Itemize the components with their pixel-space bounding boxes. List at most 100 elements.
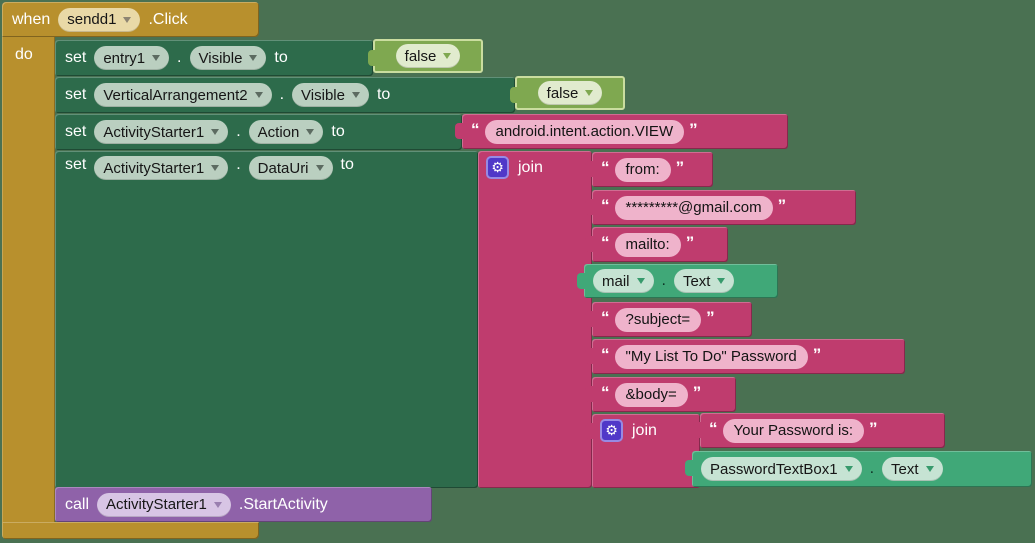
close-quote: ” [869, 419, 878, 438]
text-string-block[interactable]: “ Your Password is: ” [693, 413, 945, 448]
join-block[interactable]: ⚙ join [585, 414, 700, 488]
getter-passwordtextbox1-text-block[interactable]: PasswordTextBox1 . Text [685, 451, 1032, 487]
component-name: ActivityStarter1 [103, 159, 205, 177]
text-string-block[interactable]: “ mailto: ” [585, 227, 728, 262]
dropdown-arrow-icon [315, 165, 324, 171]
dropdown-arrow-icon [925, 466, 934, 472]
string-literal[interactable]: Your Password is: [722, 418, 865, 443]
to-label: to [331, 123, 345, 140]
close-quote: ” [689, 120, 698, 139]
string-literal[interactable]: ?subject= [614, 307, 702, 332]
property-dropdown[interactable]: Text [882, 457, 943, 481]
text-string-block[interactable]: “ ?subject= ” [585, 302, 752, 337]
close-quote: ” [706, 308, 715, 327]
logic-value: false [546, 84, 579, 102]
open-quote: “ [601, 196, 610, 215]
property-dropdown[interactable]: DataUri [248, 156, 333, 180]
component-dropdown[interactable]: VerticalArrangement2 [94, 83, 272, 107]
dot-separator: . [869, 460, 875, 477]
logic-value-dropdown[interactable]: false [395, 44, 461, 68]
join-block[interactable]: ⚙ join [478, 151, 592, 488]
property-name: Text [682, 272, 711, 290]
event-component-name: sendd1 [67, 11, 117, 28]
text-string-block[interactable]: “ android.intent.action.VIEW ” [455, 114, 788, 149]
property-name: Visible [301, 86, 345, 104]
text-string-block[interactable]: “ *********@gmail.com ” [585, 190, 856, 225]
call-startactivity-block[interactable]: call ActivityStarter1 .StartActivity [55, 487, 432, 522]
text-string-block[interactable]: “ "My List To Do" Password ” [585, 339, 905, 374]
open-quote: “ [601, 233, 610, 252]
set-keyword: set [65, 156, 87, 173]
gear-icon[interactable]: ⚙ [600, 419, 623, 442]
when-event-block[interactable]: when sendd1 .Click [2, 2, 259, 37]
component-name: PasswordTextBox1 [710, 460, 838, 478]
logic-value-dropdown[interactable]: false [537, 81, 603, 105]
property-name: DataUri [257, 159, 309, 177]
method-name: .StartActivity [238, 495, 328, 513]
component-dropdown[interactable]: entry1 [94, 46, 170, 70]
set-keyword: set [65, 49, 87, 66]
logic-false-block[interactable]: false [510, 76, 625, 110]
dot-separator: . [661, 272, 666, 289]
close-quote: ” [675, 158, 685, 177]
open-quote: “ [709, 419, 718, 438]
to-label: to [376, 86, 391, 103]
dropdown-arrow-icon [717, 278, 726, 284]
text-string-block[interactable]: “ &body= ” [585, 377, 736, 412]
dot-separator: . [236, 123, 241, 140]
when-block-spine: do [2, 37, 55, 522]
string-literal[interactable]: from: [614, 157, 671, 182]
text-string-block[interactable]: “ from: ” [585, 152, 713, 187]
string-literal[interactable]: mailto: [614, 232, 681, 257]
dot-separator: . [236, 156, 241, 173]
close-quote: ” [777, 196, 787, 215]
set-activitystarter1-datauri-block[interactable]: set ActivityStarter1 . DataUri to [55, 151, 478, 488]
component-name: mail [602, 272, 630, 290]
logic-false-block[interactable]: false [368, 39, 483, 73]
set-keyword: set [65, 123, 87, 140]
string-literal[interactable]: *********@gmail.com [614, 195, 773, 220]
property-name: Visible [198, 49, 243, 67]
dropdown-arrow-icon [152, 55, 161, 61]
string-literal[interactable]: &body= [614, 382, 688, 407]
do-label: do [15, 46, 33, 63]
to-label: to [274, 49, 288, 66]
property-dropdown[interactable]: Visible [189, 46, 267, 70]
set-verticalarrangement2-visible-block[interactable]: set VerticalArrangement2 . Visible to [55, 77, 515, 113]
component-name: ActivityStarter1 [103, 123, 205, 141]
event-component-dropdown[interactable]: sendd1 [58, 7, 141, 32]
when-keyword: when [12, 10, 51, 28]
property-dropdown[interactable]: Action [248, 120, 324, 144]
dropdown-arrow-icon [254, 92, 263, 98]
dropdown-arrow-icon [211, 165, 220, 171]
getter-mail-text-block[interactable]: mail . Text [577, 264, 778, 298]
call-keyword: call [65, 495, 90, 513]
dropdown-arrow-icon [249, 55, 258, 61]
dropdown-arrow-icon [585, 90, 594, 96]
string-literal[interactable]: "My List To Do" Password [614, 344, 808, 369]
dropdown-arrow-icon [443, 53, 452, 59]
component-name: entry1 [103, 49, 146, 67]
property-dropdown[interactable]: Text [673, 269, 735, 293]
set-entry1-visible-block[interactable]: set entry1 . Visible to [55, 40, 373, 76]
to-label: to [340, 156, 354, 173]
component-dropdown[interactable]: mail [593, 269, 654, 293]
component-name: ActivityStarter1 [106, 496, 207, 513]
join-label: join [632, 421, 657, 439]
component-dropdown[interactable]: ActivityStarter1 [94, 156, 229, 180]
dot-separator: . [279, 86, 285, 103]
gear-icon[interactable]: ⚙ [486, 156, 509, 179]
component-dropdown[interactable]: ActivityStarter1 [94, 120, 229, 144]
component-dropdown[interactable]: ActivityStarter1 [97, 492, 231, 517]
when-block-footer [2, 522, 259, 539]
string-literal[interactable]: android.intent.action.VIEW [484, 119, 685, 144]
open-quote: “ [601, 345, 610, 364]
close-quote: ” [685, 233, 695, 252]
set-activitystarter1-action-block[interactable]: set ActivityStarter1 . Action to [55, 114, 462, 150]
dropdown-arrow-icon [636, 278, 645, 284]
property-dropdown[interactable]: Visible [292, 83, 369, 107]
event-name: .Click [148, 10, 188, 28]
component-dropdown[interactable]: PasswordTextBox1 [701, 457, 862, 481]
open-quote: “ [601, 308, 610, 327]
